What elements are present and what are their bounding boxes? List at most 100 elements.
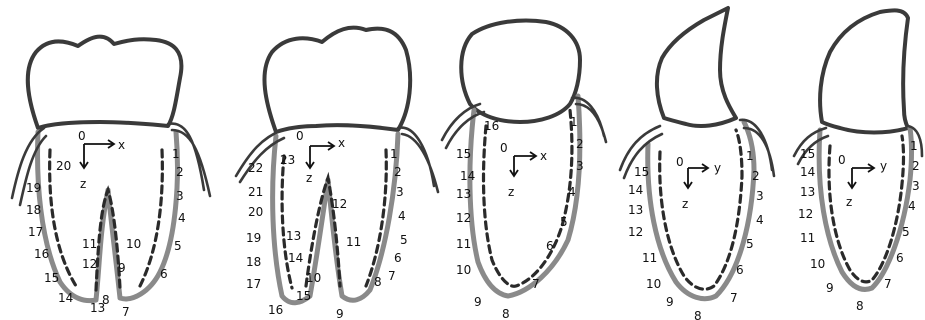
tooth-2-axis-horizontal-label: x — [338, 136, 345, 150]
tooth-4-axis-vertical-label: z — [682, 197, 688, 211]
tooth-2-point-label: 16 — [268, 303, 283, 317]
tooth-3-point-label: 10 — [456, 263, 471, 277]
tooth-1-point-label: 14 — [58, 291, 73, 305]
tooth-1-point-label: 15 — [44, 271, 59, 285]
tooth-3-point-label: 8 — [502, 307, 510, 320]
tooth-5-point-label: 15 — [800, 147, 815, 161]
tooth-2-point-label: 8 — [374, 275, 382, 289]
tooth-5-point-label: 14 — [800, 165, 815, 179]
tooth-5-point-label: 6 — [896, 251, 904, 265]
tooth-2-axis-origin-label: 0 — [296, 129, 304, 143]
tooth-4-gum-right — [740, 120, 774, 176]
tooth-2-point-label: 6 — [394, 251, 402, 265]
tooth-3-point-label: 5 — [560, 215, 568, 229]
tooth-2-point-label: 1 — [390, 147, 398, 161]
tooth-2-point-label: 22 — [248, 161, 263, 175]
tooth-1-point-label: 9 — [118, 261, 126, 275]
tooth-4-point-label: 2 — [752, 169, 760, 183]
tooth-3-point-label: 9 — [474, 295, 482, 309]
tooth-5-point-label: 12 — [798, 207, 813, 221]
tooth-5-axis-horizontal-label: y — [880, 159, 887, 173]
tooth-3-point-label: 15 — [456, 147, 471, 161]
tooth-4-point-label: 14 — [628, 183, 643, 197]
tooth-2-point-label: 4 — [398, 209, 406, 223]
tooth-5-point-label: 9 — [826, 281, 834, 295]
tooth-2-point-label: 17 — [246, 277, 261, 291]
tooth-2-point-label: 7 — [388, 269, 396, 283]
tooth-4-point-label: 10 — [646, 277, 661, 291]
tooth-5-axes — [848, 164, 874, 188]
tooth-3-crown — [461, 21, 580, 123]
tooth-5-point-label: 13 — [800, 185, 815, 199]
tooth-2-canal — [282, 150, 386, 288]
tooth-2-point-label: 21 — [248, 185, 263, 199]
tooth-1-point-label: 11 — [82, 237, 97, 251]
tooth-2-point-label: 14 — [288, 251, 303, 265]
tooth-4-point-label: 8 — [694, 309, 702, 320]
tooth-4-point-label: 9 — [666, 295, 674, 309]
tooth-4-point-label: 13 — [628, 203, 643, 217]
tooth-5-point-label: 5 — [902, 225, 910, 239]
tooth-1-point-label: 12 — [82, 257, 97, 271]
tooth-5-axis-vertical-label: z — [846, 195, 852, 209]
tooth-1-axis-vertical-label: z — [80, 177, 86, 191]
tooth-1-point-label: 17 — [28, 225, 43, 239]
tooth-5-point-label: 2 — [912, 159, 920, 173]
tooth-5-point-label: 7 — [884, 277, 892, 291]
tooth-4-axis-horizontal-label: y — [714, 161, 721, 175]
tooth-2-point-label: 18 — [246, 255, 261, 269]
tooth-3-point-label: 2 — [576, 137, 584, 151]
tooth-2-axes — [306, 142, 334, 168]
tooth-1-point-label: 4 — [178, 211, 186, 225]
tooth-1-crown — [28, 37, 182, 128]
tooth-2-point-label: 12 — [332, 197, 347, 211]
tooth-2-point-label: 10 — [306, 271, 321, 285]
tooth-2 — [236, 28, 438, 303]
tooth-3-point-label: 12 — [456, 211, 471, 225]
tooth-2-point-label: 9 — [336, 307, 344, 320]
tooth-5-point-label: 4 — [908, 199, 916, 213]
tooth-1-point-label: 20 — [56, 159, 71, 173]
tooth-3-axis-vertical-label: z — [508, 185, 514, 199]
tooth-1-axes — [80, 140, 114, 168]
tooth-4-point-label: 5 — [746, 237, 754, 251]
tooth-5-point-label: 10 — [810, 257, 825, 271]
tooth-5-axis-origin-label: 0 — [838, 153, 846, 167]
tooth-5-point-label: 1 — [910, 139, 918, 153]
tooth-3-axes — [510, 152, 536, 176]
tooth-2-point-label: 11 — [346, 235, 361, 249]
tooth-3-point-label: 7 — [532, 277, 540, 291]
tooth-4-point-label: 7 — [730, 291, 738, 305]
tooth-1-point-label: 19 — [26, 181, 41, 195]
tooth-3-point-label: 11 — [456, 237, 471, 251]
tooth-4-point-label: 12 — [628, 225, 643, 239]
tooth-2-point-label: 23 — [280, 153, 295, 167]
tooth-4-axis-origin-label: 0 — [676, 155, 684, 169]
tooth-1-point-label: 3 — [176, 189, 184, 203]
tooth-4-point-label: 4 — [756, 213, 764, 227]
tooth-3-point-label: 3 — [576, 159, 584, 173]
tooth-1-point-label: 6 — [160, 267, 168, 281]
tooth-4-canal — [660, 130, 742, 289]
tooth-1-point-label: 1 — [172, 147, 180, 161]
tooth-3-point-label: 6 — [546, 239, 554, 253]
tooth-2-point-label: 3 — [396, 185, 404, 199]
tooth-4-axes — [684, 164, 708, 188]
tooth-2-point-label: 5 — [400, 233, 408, 247]
tooth-4-point-label: 1 — [746, 149, 754, 163]
tooth-3-axis-horizontal-label: x — [540, 149, 547, 163]
tooth-3-point-label: 16 — [484, 119, 499, 133]
tooth-2-gum-right — [398, 128, 438, 192]
tooth-5-point-label: 11 — [800, 231, 815, 245]
tooth-5-crown — [820, 10, 908, 132]
tooth-1-point-label: 13 — [90, 301, 105, 315]
tooth-3-axis-origin-label: 0 — [500, 141, 508, 155]
tooth-2-crown — [264, 28, 410, 132]
tooth-1-point-label: 16 — [34, 247, 49, 261]
tooth-2-axis-vertical-label: z — [306, 171, 312, 185]
tooth-1-point-label: 2 — [176, 165, 184, 179]
tooth-5-point-label: 3 — [912, 179, 920, 193]
tooth-1-point-label: 18 — [26, 203, 41, 217]
